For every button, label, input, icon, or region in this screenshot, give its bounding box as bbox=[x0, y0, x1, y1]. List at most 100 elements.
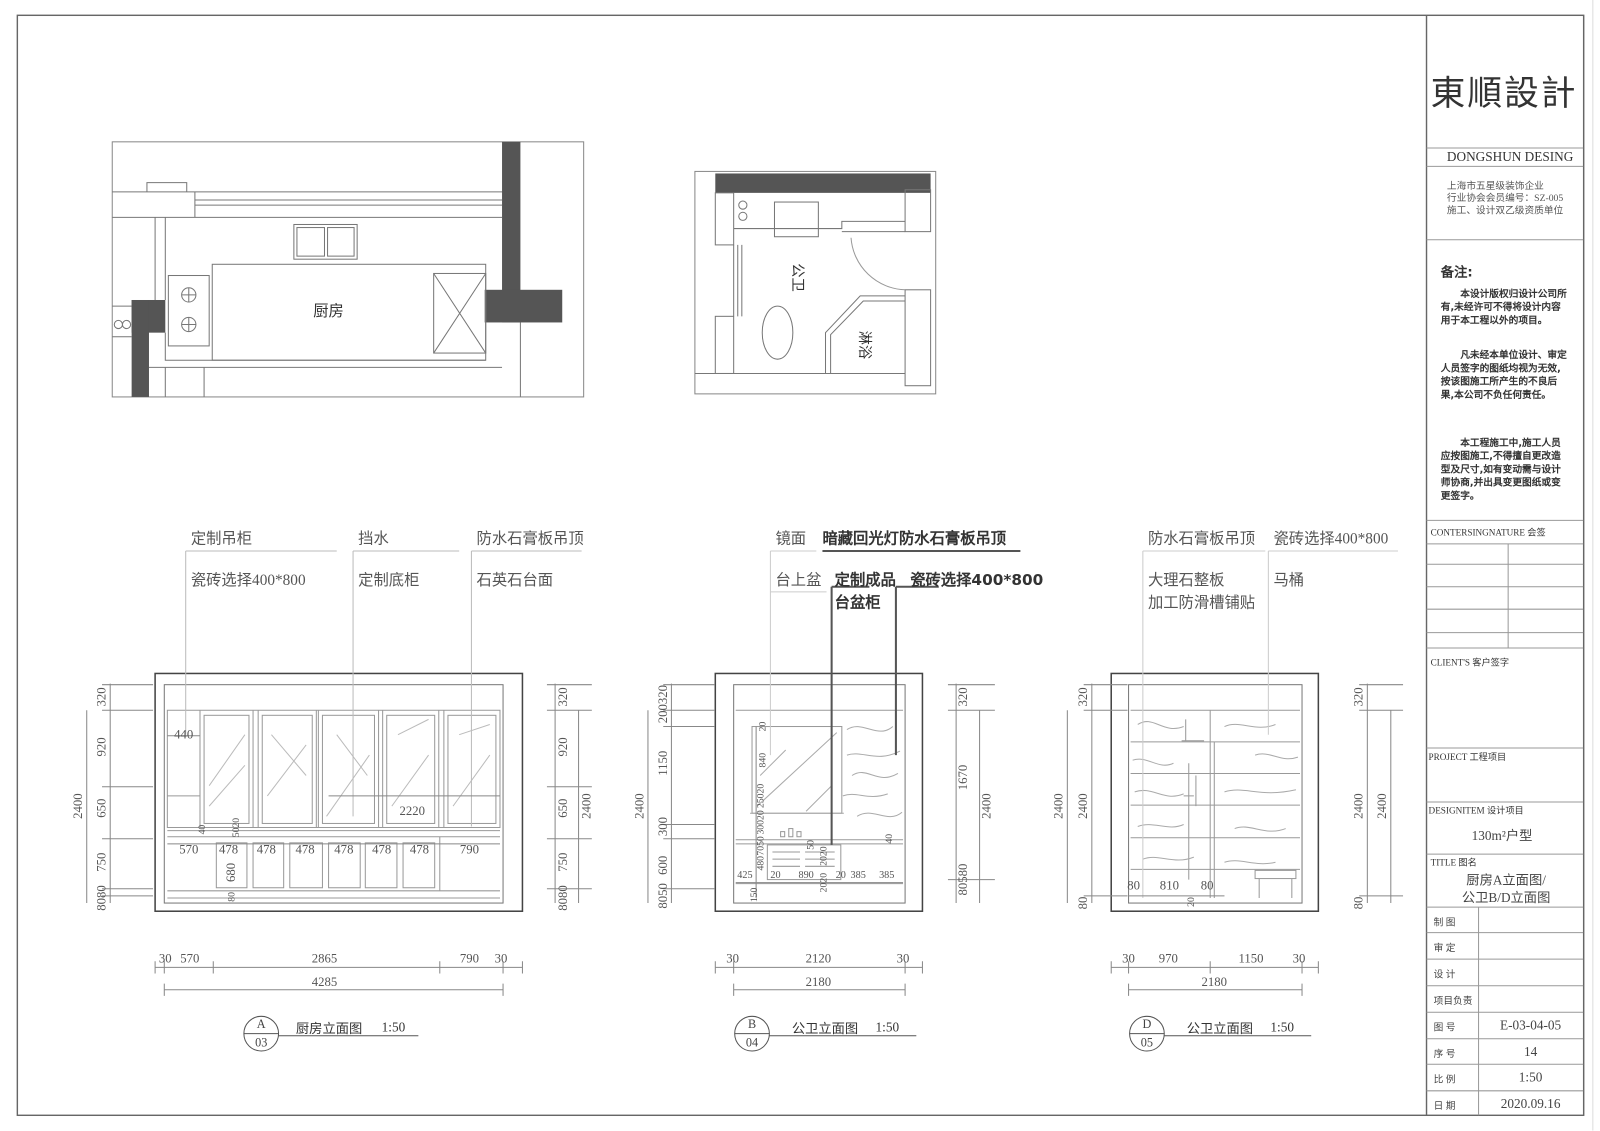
dimension-left: 8050 bbox=[655, 883, 670, 909]
dimension-right: 650 bbox=[555, 798, 570, 818]
title-block-row-value: 1:50 bbox=[1518, 1069, 1543, 1085]
notes-heading: 备注: bbox=[1440, 265, 1473, 281]
dimension-left: 80 bbox=[1076, 896, 1091, 910]
room-label-bathroom: 公卫 bbox=[788, 263, 805, 292]
dimension-inner: 2020 bbox=[819, 846, 830, 866]
elevation-scale: 1:50 bbox=[381, 1019, 406, 1035]
callout-label: 暗藏回光灯防水石膏板吊顶 bbox=[822, 529, 1007, 548]
callout-label: 大理石整板 bbox=[1147, 572, 1225, 590]
callout-label: 石英石台面 bbox=[476, 572, 554, 590]
dimension-left: 920 bbox=[94, 737, 109, 757]
dimension-bottom: 30 bbox=[1122, 951, 1135, 966]
dimension-bottom: 2180 bbox=[1201, 974, 1228, 990]
company-address-3: 施工、设计双乙级资质单位 bbox=[1446, 206, 1564, 217]
dimension-inner: 7050 bbox=[756, 836, 767, 856]
callout-label: 防水石膏板吊顶 bbox=[476, 531, 584, 548]
section-tag-letter: A bbox=[256, 1016, 266, 1032]
design-item-label: DESIGNITEM 设计项目 bbox=[1428, 805, 1524, 816]
title-block-row-label: 序 号 bbox=[1433, 1049, 1456, 1061]
title-block-row-label: 比 例 bbox=[1433, 1075, 1456, 1086]
dimension-bottom: 30 bbox=[494, 951, 508, 966]
dimension-inner: 385 bbox=[850, 869, 866, 882]
title-block-row-label: 审 定 bbox=[1433, 943, 1456, 955]
title-label: TITLE 图名 bbox=[1430, 857, 1477, 868]
dimension-right: 8080 bbox=[555, 885, 570, 911]
dimension-left: 2400 bbox=[1051, 793, 1066, 819]
dimension-inner: 440 bbox=[174, 727, 194, 742]
elevation-a-dimension-lines bbox=[86, 683, 592, 996]
dimension-left: 600 bbox=[655, 855, 670, 875]
callout-label: 定制底柜 bbox=[358, 572, 420, 590]
dimension-right: 320 bbox=[955, 687, 970, 707]
title-block-row-label: 设 计 bbox=[1433, 970, 1456, 981]
note-construction: 本工程施工中,施工人员应按图施工,不得擅自更改造型及尺寸,如有变动需与设计师协商… bbox=[1440, 437, 1561, 503]
dimension-right: 2400 bbox=[1374, 793, 1390, 819]
title-block-row-label: 项目负责 bbox=[1433, 996, 1473, 1008]
dimension-inner: 150 bbox=[749, 887, 761, 903]
dimension-left: 2400 bbox=[1076, 793, 1091, 819]
project-label: PROJECT 工程项目 bbox=[1428, 752, 1507, 763]
company-name-en: DONGSHUN DESING bbox=[1446, 148, 1574, 165]
company-address-2: 行业协会会员编号：SZ-005 bbox=[1446, 193, 1564, 205]
dimension-right: 320 bbox=[555, 687, 570, 707]
dimension-inner: 80 bbox=[1200, 878, 1214, 893]
elevation-a-leaders bbox=[185, 550, 582, 827]
dimension-bottom: 2865 bbox=[311, 951, 338, 966]
elevation-d-dimension-lines bbox=[1066, 683, 1404, 996]
dimension-bottom: 2180 bbox=[805, 974, 832, 990]
title-block-row-label: 日 期 bbox=[1433, 1102, 1456, 1113]
title-block-row-value: E-03-04-05 bbox=[1500, 1017, 1562, 1033]
dimension-inner: 810 bbox=[1159, 878, 1179, 893]
room-label-shower: 淋浴 bbox=[856, 330, 872, 360]
dimension-inner: 80 bbox=[227, 892, 238, 902]
dimension-inner: 20 bbox=[1186, 897, 1197, 907]
dimension-right: 920 bbox=[555, 737, 570, 757]
elevation-caption: 公卫立面图 bbox=[1186, 1020, 1254, 1037]
dimension-right: 2400 bbox=[979, 793, 994, 819]
clients-label: CLIENT'S 客户签字 bbox=[1430, 657, 1510, 668]
title-block-lines bbox=[1425, 15, 1585, 1116]
dimension-inner: 20 bbox=[758, 721, 769, 732]
section-tag-sheet: 03 bbox=[255, 1035, 268, 1050]
dimension-left: 1150 bbox=[655, 750, 670, 776]
company-logo: 東順設計 bbox=[1430, 75, 1578, 114]
dimension-bottom: 30 bbox=[896, 951, 910, 966]
callout-label: 镜面 bbox=[775, 531, 807, 548]
section-tag-letter: D bbox=[1142, 1016, 1152, 1032]
kitchen-floor-plan bbox=[111, 141, 585, 398]
dimension-inner: 20 bbox=[770, 869, 781, 882]
dimension-left: 300 bbox=[655, 816, 670, 837]
dimension-inner: 478 bbox=[256, 842, 276, 857]
dimension-inner: 2220 bbox=[399, 803, 425, 818]
countersign-label: CONTERSINGNATURE 会签 bbox=[1430, 527, 1546, 538]
dimension-left: 750 bbox=[94, 852, 109, 872]
dimension-inner: 840 bbox=[758, 752, 769, 768]
dimension-inner: 40 bbox=[197, 824, 209, 835]
callout-label: 定制成品 bbox=[834, 570, 896, 590]
callout-label: 台盆柜 bbox=[834, 593, 881, 612]
callout-label: 瓷砖选择400*800 bbox=[190, 572, 306, 590]
callout-label: 台上盆 bbox=[775, 572, 822, 590]
dimension-bottom: 2120 bbox=[805, 951, 832, 966]
dimension-bottom: 30 bbox=[1292, 951, 1306, 966]
callout-label: 瓷砖选择400*800 bbox=[910, 570, 1044, 590]
dimension-right: 750 bbox=[555, 852, 570, 872]
dimension-inner: 480 bbox=[756, 855, 767, 871]
dimension-bottom: 4285 bbox=[311, 974, 338, 990]
dimension-left: 320 bbox=[1076, 687, 1091, 707]
dimension-left: 200320 bbox=[655, 684, 670, 724]
title-block-row-label: 制 图 bbox=[1433, 918, 1456, 929]
title-block-row-value: 14 bbox=[1523, 1043, 1538, 1060]
elevation-d-bathroom bbox=[1066, 550, 1404, 1052]
dimension-inner: 25020 bbox=[756, 783, 767, 809]
dimension-inner: 30020 bbox=[756, 810, 767, 835]
dimension-inner: 50 bbox=[806, 840, 817, 850]
callout-label: 加工防滑槽铺贴 bbox=[1147, 595, 1256, 612]
note-validity: 凡未经本单位设计、审定人员签字的图纸均视为无效,按该图施工所产生的不良后果,本公… bbox=[1440, 349, 1567, 402]
elevation-b-bathroom bbox=[647, 549, 1021, 1052]
dimension-right: 2400 bbox=[1351, 793, 1366, 819]
dimension-right: 80580 bbox=[955, 863, 970, 896]
dimension-inner: 385 bbox=[879, 869, 895, 882]
title-block-row-value: 2020.09.16 bbox=[1500, 1095, 1561, 1112]
dimension-inner: 20 bbox=[835, 869, 846, 882]
